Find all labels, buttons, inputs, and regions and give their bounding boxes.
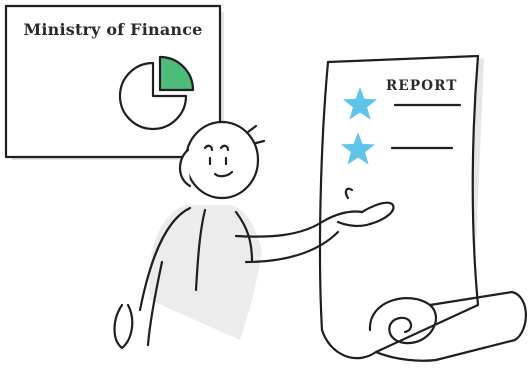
star-icon — [340, 132, 376, 165]
star-icon — [342, 87, 378, 120]
rating-stars — [340, 87, 378, 165]
report-title: REPORT — [386, 78, 458, 94]
pie-chart-icon — [118, 55, 195, 131]
report-scroll — [318, 54, 527, 362]
board-title: Ministry of Finance — [23, 20, 203, 39]
person — [113, 120, 395, 350]
